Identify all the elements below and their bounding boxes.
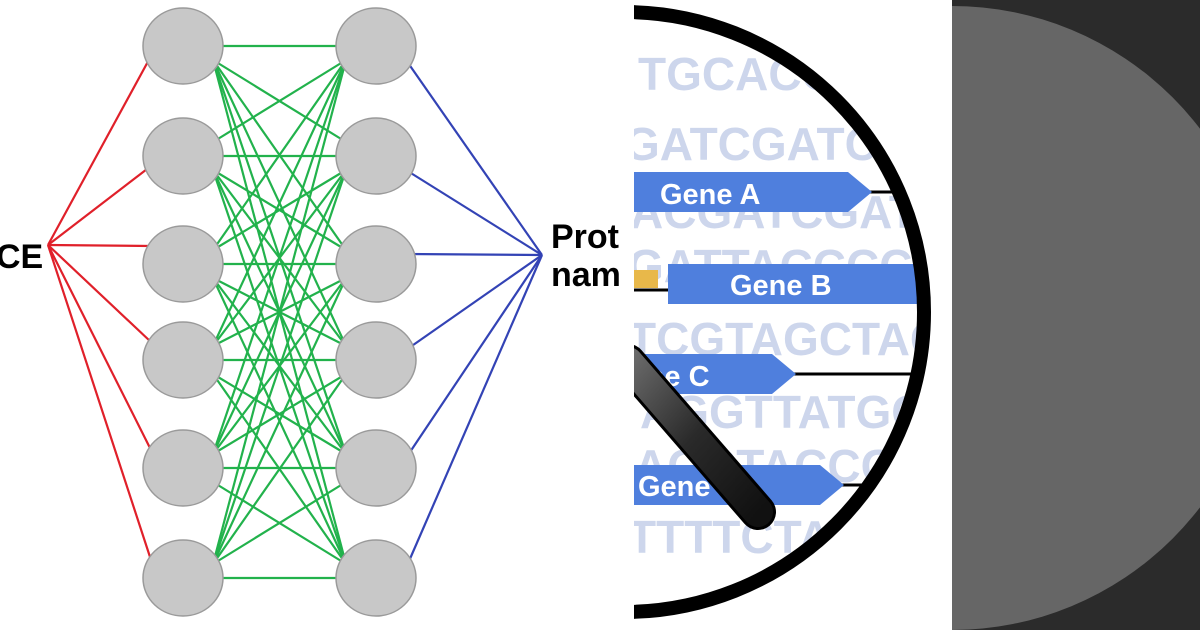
input-label: CE bbox=[0, 238, 44, 276]
layer2-node-1 bbox=[335, 7, 417, 85]
gray-disc bbox=[952, 6, 1200, 630]
hidden-edge bbox=[212, 373, 347, 565]
hidden-edge bbox=[211, 59, 348, 565]
hidden-edge bbox=[212, 481, 347, 565]
layer2-node-3 bbox=[335, 225, 417, 303]
dark-decorative-panel bbox=[952, 0, 1200, 630]
layer2-node-6 bbox=[335, 539, 417, 617]
neural-network-panel: CE Prot nam bbox=[0, 7, 621, 617]
gene-magnifier-diagram: TGCACGC GATCGATCGA ACGATCGATC GATTACCCCT… bbox=[634, 5, 947, 619]
input-edge bbox=[46, 244, 153, 561]
hidden-edge bbox=[212, 59, 347, 251]
magnifier-handle bbox=[634, 347, 773, 527]
output-edge bbox=[405, 254, 543, 459]
input-edge bbox=[47, 165, 152, 246]
neural-network-diagram bbox=[46, 7, 544, 617]
layer1-node-3 bbox=[142, 225, 224, 303]
hidden-edge bbox=[212, 59, 347, 347]
layer2-node-4 bbox=[335, 321, 417, 399]
gene-a: Gene A bbox=[634, 172, 872, 212]
layer1-node-2 bbox=[142, 117, 224, 195]
gene-b: Gene B bbox=[668, 264, 930, 304]
output-edge bbox=[405, 254, 543, 351]
gene-a-label: Gene A bbox=[660, 179, 761, 211]
input-edge bbox=[47, 244, 152, 343]
layer1-node-4 bbox=[142, 321, 224, 399]
input-edge bbox=[47, 243, 152, 248]
output-label-line1: Prot bbox=[551, 218, 619, 256]
output-label: Prot nam bbox=[551, 218, 621, 294]
hidden-edges bbox=[211, 44, 348, 580]
output-edges bbox=[404, 59, 544, 569]
output-edge bbox=[405, 169, 543, 256]
output-label-line2: nam bbox=[551, 256, 621, 294]
gene-magnifier-panel: TGCACGC GATCGATCGA ACGATCGATC GATTACCCCT… bbox=[634, 0, 952, 630]
network-nodes bbox=[142, 7, 417, 617]
layer2-node-5 bbox=[335, 429, 417, 507]
hidden-edge bbox=[212, 277, 347, 565]
layer2-node-2 bbox=[335, 117, 417, 195]
input-edges bbox=[46, 55, 153, 561]
input-edge bbox=[47, 244, 152, 451]
output-edge bbox=[404, 254, 544, 569]
hidden-edge bbox=[211, 169, 348, 565]
decorative-disc-graphic bbox=[952, 6, 1200, 630]
output-edge bbox=[405, 59, 543, 256]
input-edge bbox=[47, 55, 152, 246]
promoter-box bbox=[634, 270, 658, 288]
output-edge bbox=[405, 252, 543, 257]
hidden-edge bbox=[211, 59, 348, 455]
hidden-edge bbox=[212, 373, 347, 455]
sequence-row: GATCGATCGA bbox=[634, 118, 947, 170]
gene-b-label: Gene B bbox=[730, 270, 832, 302]
layer1-node-5 bbox=[142, 429, 224, 507]
layer1-node-6 bbox=[142, 539, 224, 617]
magnifier-lens-ring bbox=[634, 5, 931, 619]
hidden-edge bbox=[212, 59, 347, 143]
layer1-node-1 bbox=[142, 7, 224, 85]
hidden-edge bbox=[212, 169, 347, 251]
